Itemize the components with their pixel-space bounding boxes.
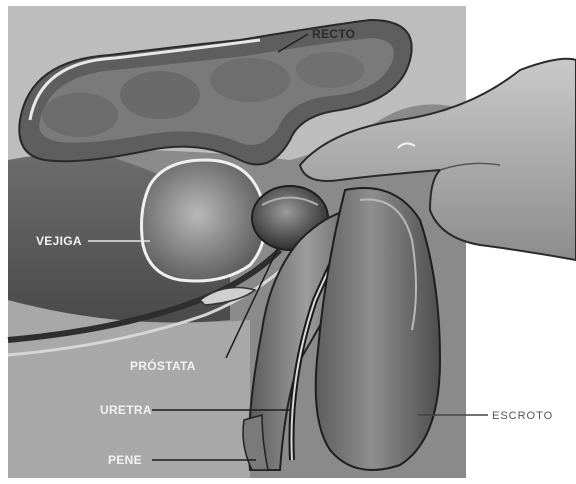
label-escroto: ESCROTO: [492, 410, 553, 422]
label-prostata: PRÓSTATA: [130, 358, 196, 373]
label-uretra: URETRA: [100, 403, 152, 417]
bladder: [142, 160, 266, 281]
label-pene: PENE: [108, 453, 142, 467]
label-vejiga: VEJIGA: [36, 234, 82, 248]
label-recto: RECTO: [312, 27, 355, 41]
